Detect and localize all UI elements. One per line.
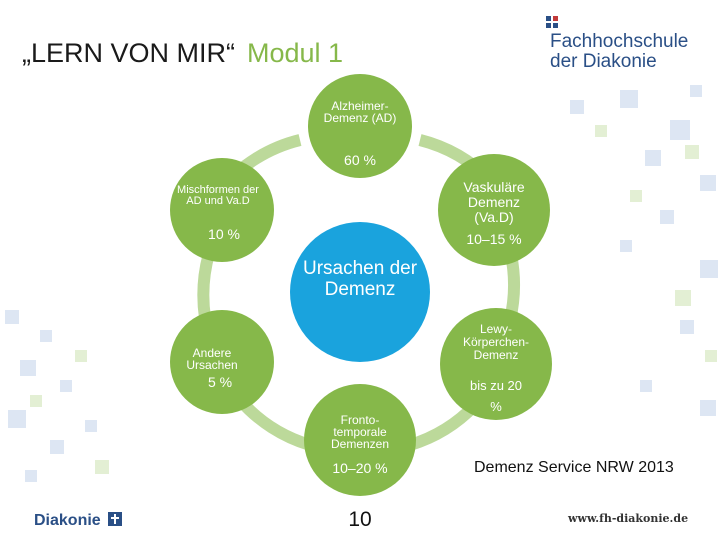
- node-value-vascular: 10–15 %: [466, 231, 522, 247]
- node-label-frontotemporal: Fronto-temporale Demenzen: [330, 413, 390, 451]
- node-label-alzheimer: Alzheimer-Demenz (AD): [323, 99, 397, 125]
- title-main: „LERN VON MIR“: [22, 38, 236, 68]
- title-module: Modul 1: [247, 38, 344, 68]
- node-value-frontotemporal: 10–20 %: [332, 460, 388, 476]
- node-label-other: Andere Ursachen: [186, 346, 238, 372]
- node-frontotemporal: [304, 384, 416, 496]
- source-citation: Demenz Service NRW 2013: [474, 459, 674, 476]
- node-other: [170, 310, 274, 414]
- node-label-mixed: Mischformen der AD und Va.D: [177, 184, 259, 207]
- center-circle: [290, 222, 430, 362]
- node-value-mixed: 10 %: [208, 226, 240, 242]
- decorative-squares-left: [5, 310, 109, 482]
- node-label-vascular: Vaskuläre Demenz (Va.D): [463, 179, 525, 225]
- diakonie-cross-icon: [108, 512, 123, 526]
- diakonie-logo: Diakonie: [34, 512, 123, 530]
- fh-diakonie-logo: Fachhochschule der Diakonie: [532, 14, 702, 74]
- decorative-squares-right: [570, 85, 718, 416]
- logo-line1: Fachhochschule: [550, 31, 689, 52]
- node-value-alzheimer: 60 %: [344, 152, 376, 168]
- node-value-lewy: bis zu 20 %: [469, 378, 523, 414]
- page-number: 10: [348, 508, 372, 531]
- node-mixed: [170, 158, 274, 262]
- node-label-lewy: Lewy-Körperchen-Demenz: [462, 322, 530, 362]
- node-lewy: [440, 308, 552, 420]
- node-vascular: [438, 154, 550, 266]
- logo-line2: der Diakonie: [550, 51, 657, 72]
- logo-mark-icon: [546, 16, 558, 28]
- node-alzheimer: [308, 74, 412, 178]
- page-title: „LERN VON MIR“ Modul 1: [22, 38, 343, 69]
- website-url: www.fh-diakonie.de: [568, 512, 689, 525]
- center-label: Ursachen der Demenz: [302, 258, 418, 300]
- diakonie-logo-text: Diakonie: [34, 512, 101, 529]
- node-value-other: 5 %: [207, 374, 233, 390]
